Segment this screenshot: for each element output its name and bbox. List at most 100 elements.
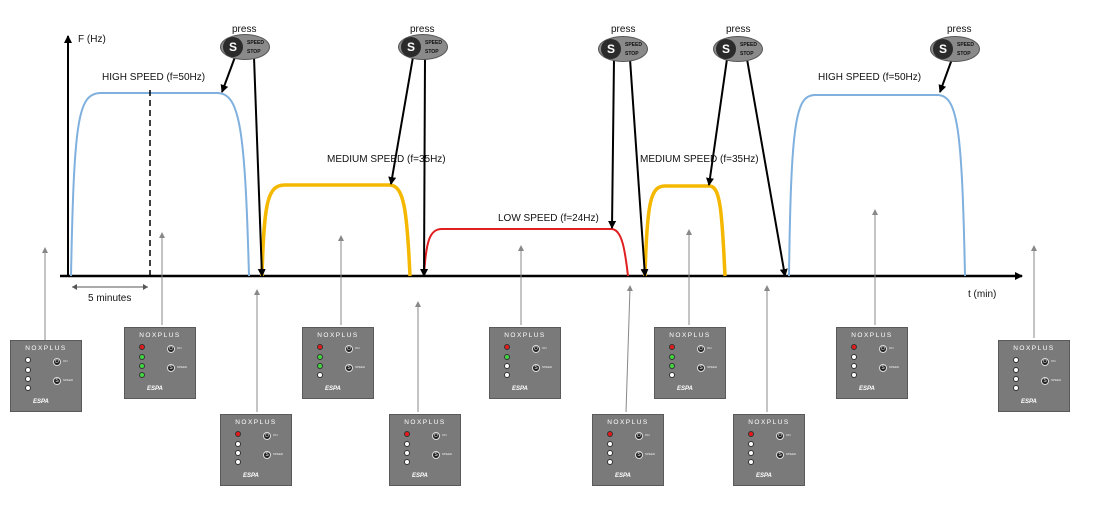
s-icon: S	[933, 39, 953, 59]
press-arrow	[253, 56, 266, 277]
medium-speed-led	[317, 363, 323, 369]
speed-stop-button: S SPEED STOP	[220, 34, 270, 60]
speed-key-icon: S	[635, 451, 643, 459]
medium-speed-led	[404, 450, 410, 456]
low-speed-led	[25, 367, 31, 373]
panel-title: NOXPLUS	[1013, 345, 1055, 352]
press-arrow	[746, 58, 788, 277]
high-speed-led	[404, 459, 410, 465]
panel-title: NOXPLUS	[317, 332, 359, 339]
espa-logo: ESPA	[412, 473, 428, 479]
speed-key-icon: S	[879, 364, 887, 372]
speed-key-icon: S	[432, 451, 440, 459]
power-led	[851, 344, 857, 350]
panel-pointer	[625, 285, 633, 413]
y-axis-label: F (Hz)	[78, 34, 106, 45]
espa-logo: ESPA	[615, 473, 631, 479]
press-arrow	[388, 56, 414, 185]
high-speed-curve-2	[788, 94, 966, 277]
speed-stop-button: S SPEED STOP	[398, 34, 448, 60]
speed-key-icon: S	[776, 451, 784, 459]
speed-key-icon: S	[697, 364, 705, 372]
high-speed-led	[607, 459, 613, 465]
medium-speed-led	[504, 363, 510, 369]
s-icon: S	[601, 39, 621, 59]
s-icon: S	[716, 39, 736, 59]
low-speed-led	[139, 354, 145, 360]
interval-label: 5 minutes	[88, 293, 132, 304]
high-speed-led	[139, 372, 145, 378]
medium-speed-led	[607, 450, 613, 456]
panel-title: NOXPLUS	[25, 345, 67, 352]
espa-logo: ESPA	[243, 473, 259, 479]
power-led	[404, 431, 410, 437]
high-speed-led	[25, 385, 31, 391]
power-key-icon: ⏻	[1041, 358, 1049, 366]
low-speed-curve	[423, 228, 629, 277]
panel-title: NOXPLUS	[404, 419, 446, 426]
speed-key-icon: S	[1041, 377, 1049, 385]
medium-speed-led	[748, 450, 754, 456]
power-key-icon: ⏻	[776, 432, 784, 440]
power-led	[317, 344, 323, 350]
speed-stop-button: S SPEED STOP	[598, 36, 648, 62]
power-led	[669, 344, 675, 350]
low-speed-label: LOW SPEED (f=24Hz)	[498, 213, 599, 224]
press-label: press	[232, 24, 257, 35]
press-arrow	[938, 58, 953, 93]
power-led	[139, 344, 145, 350]
speed-key-icon: S	[53, 377, 61, 385]
high-speed-led	[1013, 385, 1019, 391]
power-led	[235, 431, 241, 437]
power-key-icon: ⏻	[263, 432, 271, 440]
press-arrow	[608, 58, 617, 229]
low-speed-led	[669, 354, 675, 360]
low-speed-led	[851, 354, 857, 360]
power-key-icon: ⏻	[635, 432, 643, 440]
low-speed-led	[404, 441, 410, 447]
speed-key-icon: S	[345, 364, 353, 372]
power-led	[748, 431, 754, 437]
high-speed-led	[669, 372, 675, 378]
medium-speed-led	[851, 363, 857, 369]
medium-speed-led	[25, 376, 31, 382]
espa-logo: ESPA	[677, 386, 693, 392]
espa-logo: ESPA	[147, 386, 163, 392]
power-key-icon: ⏻	[697, 345, 705, 353]
power-key-icon: ⏻	[345, 345, 353, 353]
panel-title: NOXPLUS	[669, 332, 711, 339]
power-key-icon: ⏻	[879, 345, 887, 353]
power-key-icon: ⏻	[53, 358, 61, 366]
press-label: press	[611, 24, 636, 35]
medium-speed-led	[1013, 376, 1019, 382]
panel-title: NOXPLUS	[607, 419, 649, 426]
power-led	[25, 357, 31, 363]
panel-title: NOXPLUS	[748, 419, 790, 426]
press-label: press	[410, 24, 435, 35]
medium-speed-curve-2	[643, 184, 727, 277]
speed-stop-button: S SPEED STOP	[930, 36, 980, 62]
espa-logo: ESPA	[859, 386, 875, 392]
press-arrow	[706, 58, 728, 186]
speed-key-icon: S	[167, 364, 175, 372]
low-speed-led	[317, 354, 323, 360]
high-speed-curve-1	[70, 92, 250, 277]
power-key-icon: ⏻	[167, 345, 175, 353]
medium-speed-label-2: MEDIUM SPEED (f=35Hz)	[640, 154, 759, 165]
espa-logo: ESPA	[33, 399, 49, 405]
espa-logo: ESPA	[1021, 399, 1037, 405]
medium-speed-led	[669, 363, 675, 369]
medium-speed-label-1: MEDIUM SPEED (f=35Hz)	[327, 154, 446, 165]
low-speed-led	[1013, 367, 1019, 373]
espa-logo: ESPA	[325, 386, 341, 392]
medium-speed-curve-1	[260, 183, 412, 277]
